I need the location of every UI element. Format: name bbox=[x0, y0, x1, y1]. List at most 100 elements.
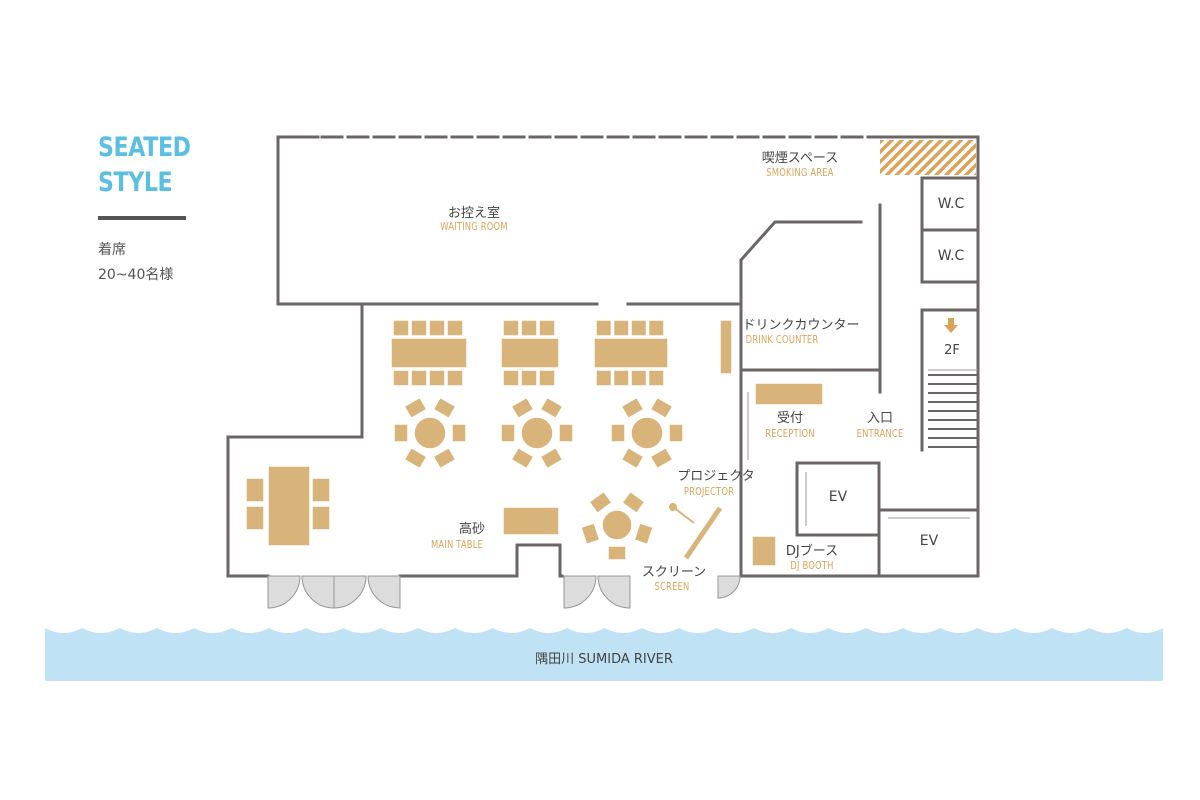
chair bbox=[595, 369, 613, 387]
drink-counter-label-en: DRINK COUNTER bbox=[745, 333, 819, 346]
chair bbox=[520, 319, 538, 337]
chair bbox=[539, 396, 564, 420]
chair bbox=[451, 423, 467, 443]
caption-capacity: 20~40名様 bbox=[98, 267, 174, 283]
main-table-label: 高砂 bbox=[458, 522, 486, 537]
table bbox=[630, 416, 664, 450]
chair bbox=[647, 319, 665, 337]
chair bbox=[311, 505, 331, 531]
screen-label-en: SCREEN bbox=[654, 580, 690, 593]
long-table bbox=[245, 465, 331, 547]
caption-seating: 着席 bbox=[98, 242, 126, 258]
door-swing bbox=[267, 575, 301, 609]
table bbox=[500, 337, 560, 369]
door-swing bbox=[333, 575, 367, 609]
chair bbox=[245, 505, 265, 531]
drink-counter-label: ドリンクカウンター bbox=[742, 318, 860, 333]
waiting-room-label-en: WAITING ROOM bbox=[440, 220, 508, 233]
wall-diagonal bbox=[739, 220, 863, 306]
chair bbox=[403, 446, 428, 470]
door-swing bbox=[563, 575, 597, 609]
door-swing bbox=[717, 575, 741, 599]
chair bbox=[510, 446, 535, 470]
smoking-area-label: 喫煙スペース bbox=[761, 151, 839, 166]
staircase bbox=[928, 374, 978, 448]
chair bbox=[392, 369, 410, 387]
chair bbox=[647, 369, 665, 387]
river-water bbox=[45, 628, 1163, 681]
main-table-label-en: MAIN TABLE bbox=[430, 538, 484, 551]
thin-lines bbox=[747, 369, 978, 526]
projector bbox=[669, 503, 695, 524]
wall-bottom-notch bbox=[515, 543, 562, 578]
title-divider bbox=[98, 216, 186, 220]
projector-label-en: PROJECTOR bbox=[683, 485, 735, 498]
drink-counter bbox=[719, 319, 733, 375]
chair bbox=[502, 319, 520, 337]
chair bbox=[612, 369, 630, 387]
dj-booth-label-en: DJ BOOTH bbox=[790, 559, 834, 572]
dj-booth bbox=[751, 535, 777, 567]
chair bbox=[610, 423, 626, 443]
chair bbox=[620, 446, 645, 470]
chair bbox=[432, 396, 457, 420]
walls bbox=[226, 135, 980, 578]
waiting-room-label: お控え室 bbox=[447, 206, 501, 221]
chair bbox=[311, 477, 331, 503]
door-swing bbox=[301, 575, 335, 609]
table bbox=[413, 416, 447, 450]
table bbox=[593, 337, 669, 369]
chair bbox=[446, 369, 464, 387]
chair bbox=[410, 369, 428, 387]
screen-label: スクリーン bbox=[641, 565, 707, 580]
reception-label-en: RECEPTION bbox=[765, 427, 815, 440]
chair bbox=[392, 319, 410, 337]
furniture bbox=[245, 319, 824, 567]
chair bbox=[510, 396, 535, 420]
chair bbox=[579, 521, 601, 546]
smoking-area-label-en: SMOKING AREA bbox=[766, 166, 834, 179]
dj-booth-label: DJブース bbox=[785, 544, 839, 559]
chair bbox=[520, 369, 538, 387]
chair bbox=[538, 319, 556, 337]
chair bbox=[502, 369, 520, 387]
arrow-down-icon bbox=[944, 318, 958, 333]
chair bbox=[620, 396, 645, 420]
banquet-table bbox=[500, 319, 560, 387]
table bbox=[390, 337, 468, 369]
chair bbox=[630, 369, 648, 387]
chair bbox=[595, 319, 613, 337]
wc-label-1: W.C bbox=[937, 196, 965, 212]
table bbox=[520, 416, 554, 450]
chair bbox=[410, 319, 428, 337]
chair bbox=[428, 369, 446, 387]
reception-counter bbox=[754, 382, 824, 406]
river-label: 隅田川 SUMIDA RIVER bbox=[535, 652, 673, 667]
chair bbox=[649, 396, 674, 420]
round-table bbox=[393, 396, 467, 470]
chair bbox=[403, 396, 428, 420]
chair bbox=[446, 319, 464, 337]
doors bbox=[267, 575, 741, 609]
screen bbox=[683, 506, 723, 560]
smoking-area-hatch bbox=[880, 140, 976, 175]
chair bbox=[649, 446, 674, 470]
title-line-2: STYLE bbox=[98, 167, 173, 198]
chair bbox=[428, 319, 446, 337]
reception-label: 受付 bbox=[776, 411, 804, 426]
chair bbox=[432, 446, 457, 470]
table bbox=[601, 509, 633, 541]
round-table bbox=[500, 396, 574, 470]
chair bbox=[500, 423, 516, 443]
ev-label-2: EV bbox=[919, 533, 939, 549]
chair bbox=[607, 545, 627, 561]
chair bbox=[633, 521, 655, 546]
round-table bbox=[610, 396, 684, 470]
chair bbox=[621, 490, 646, 515]
projector-beam bbox=[672, 506, 695, 524]
ev-label-1: EV bbox=[828, 489, 848, 505]
title-line-1: SEATED bbox=[98, 132, 191, 163]
table bbox=[267, 465, 311, 547]
entrance-label: 入口 bbox=[866, 411, 894, 426]
